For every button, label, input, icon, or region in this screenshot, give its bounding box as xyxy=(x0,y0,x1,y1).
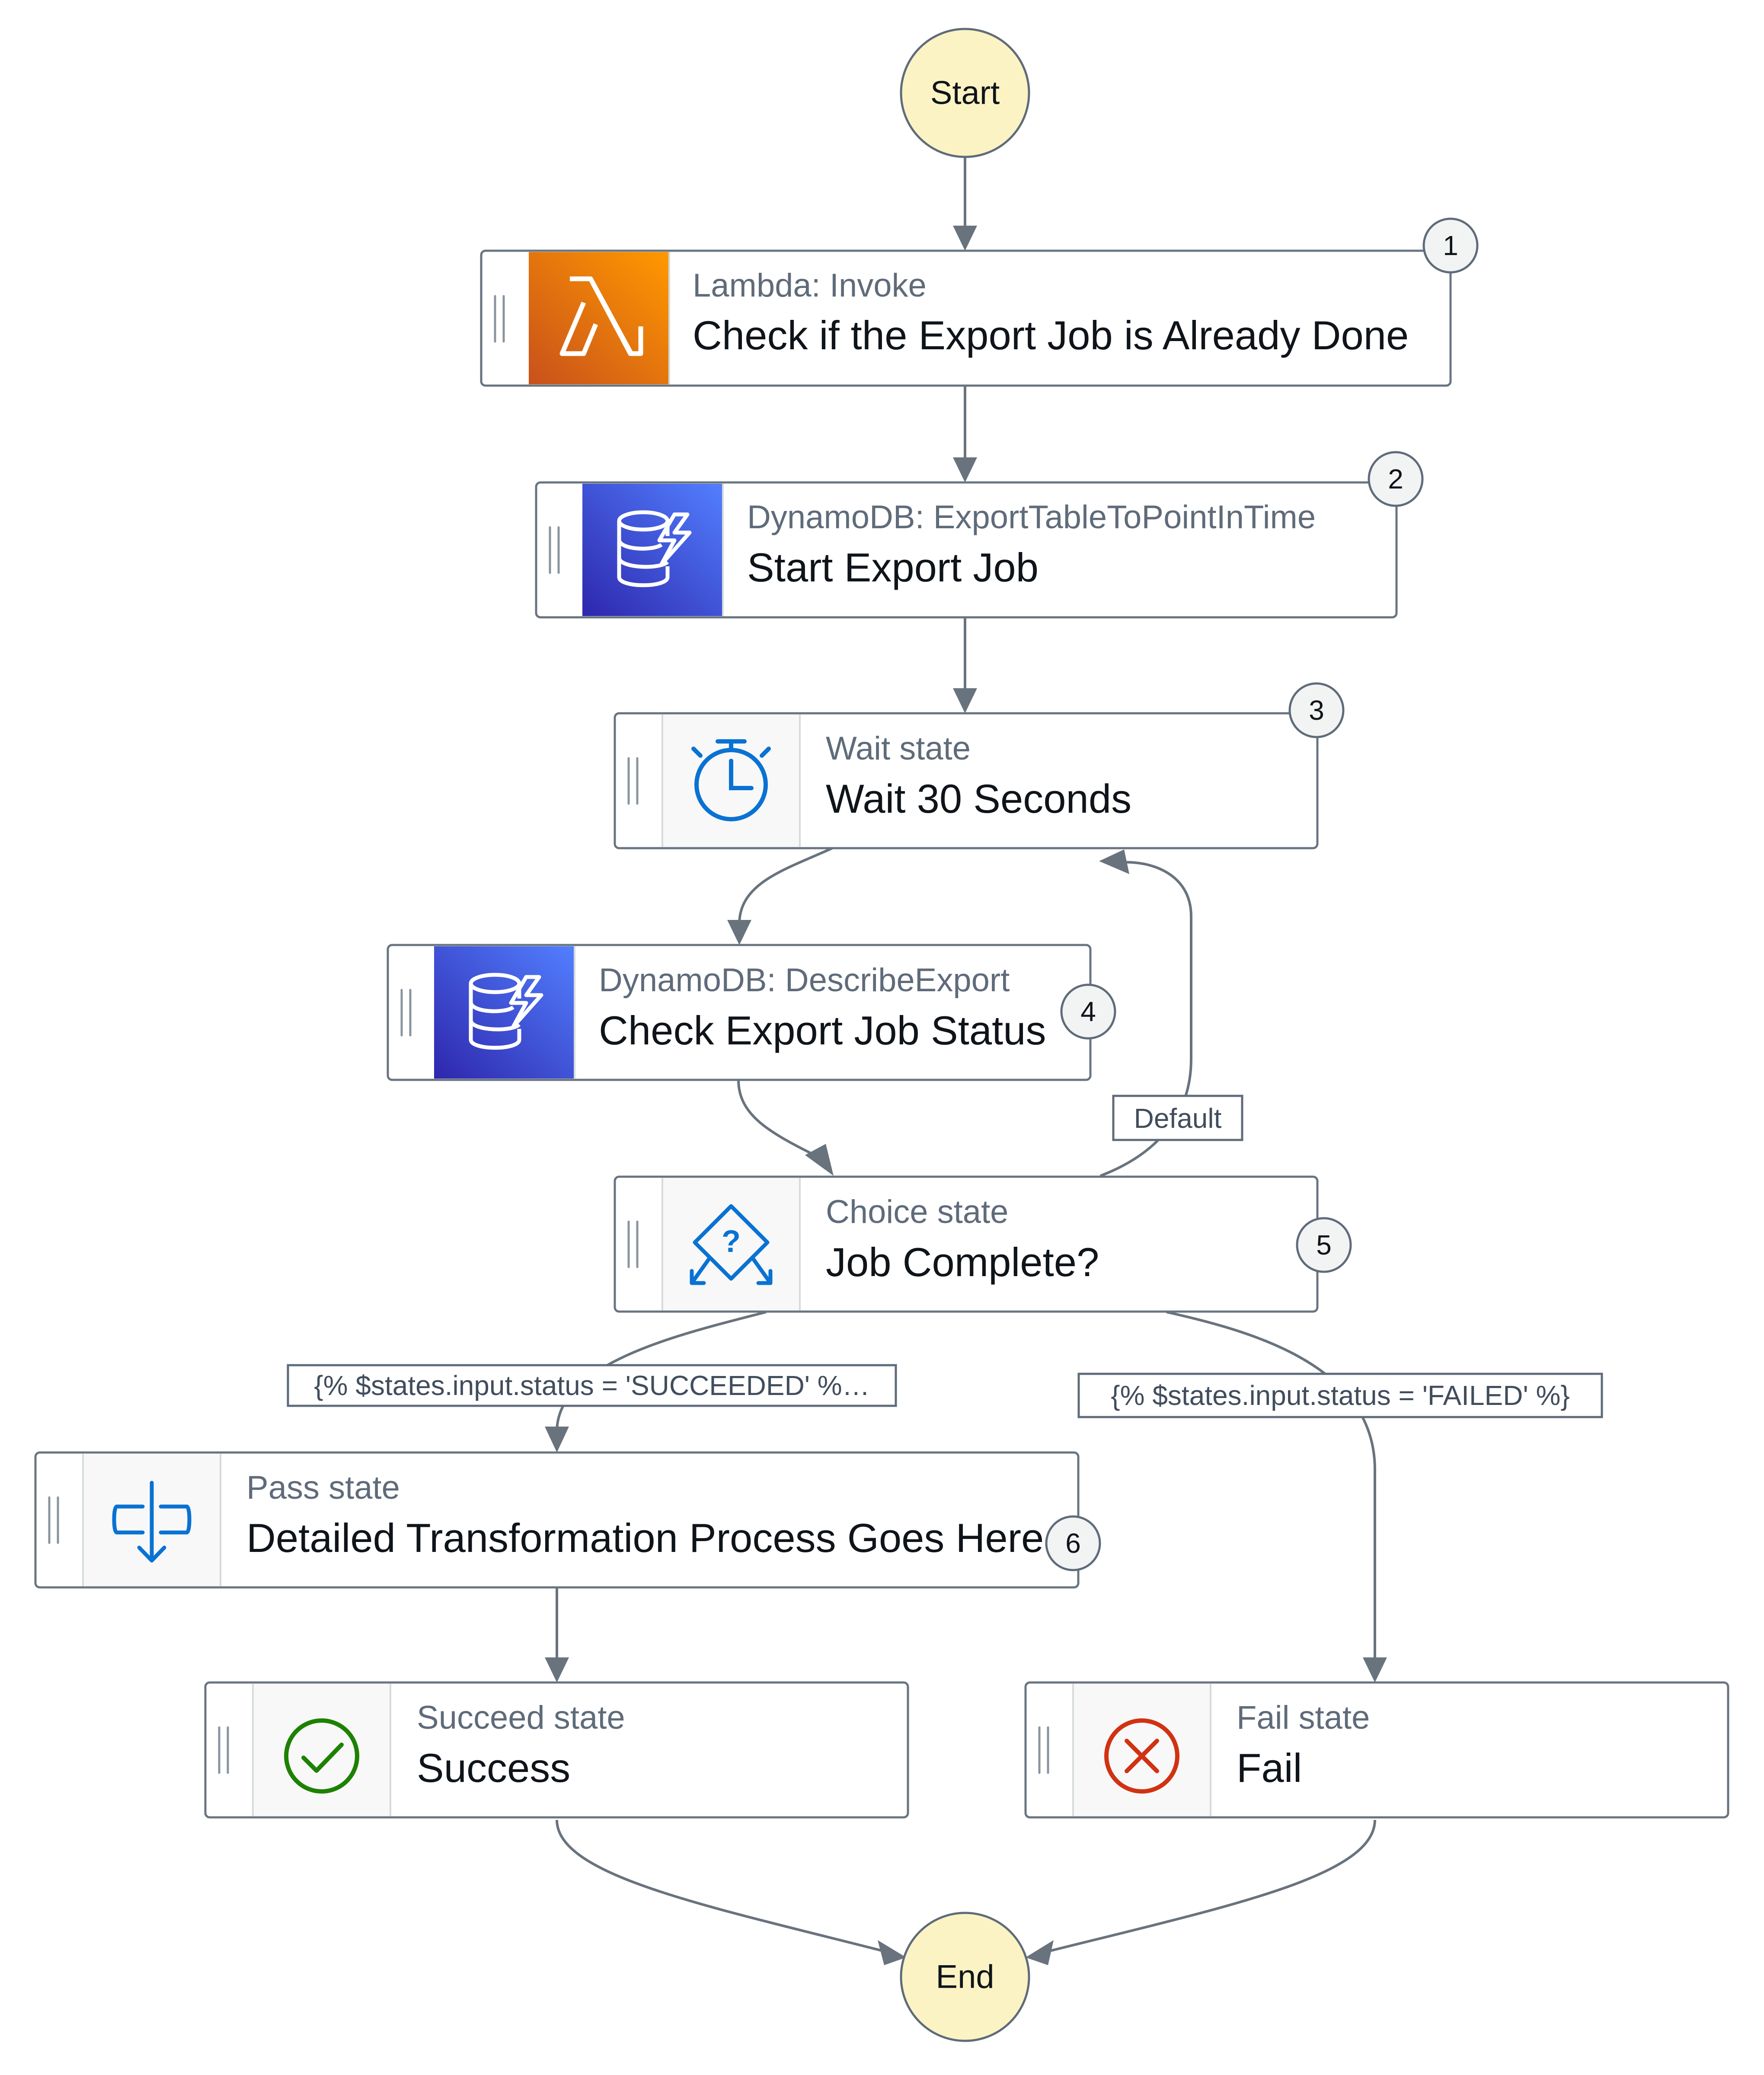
state-name: Success xyxy=(417,1745,570,1791)
state-type: Lambda: Invoke xyxy=(693,267,927,304)
step-badge: 2 xyxy=(1368,451,1424,507)
lambda-icon xyxy=(559,276,643,356)
edge-fail-to-end xyxy=(1046,1820,1376,1953)
edge-choice-to-fail xyxy=(1166,1311,1376,1660)
pass-icon xyxy=(112,1481,192,1563)
state-name: Check Export Job Status xyxy=(599,1008,1046,1053)
arrowhead xyxy=(545,1427,569,1452)
choice-icon xyxy=(690,1204,773,1285)
arrowhead xyxy=(878,1940,906,1965)
check-circle-icon xyxy=(284,1718,359,1794)
edge-wait-to-check-status xyxy=(738,847,833,923)
edge-label-default[interactable]: Default xyxy=(1112,1095,1243,1141)
start-node[interactable]: Start xyxy=(900,28,1030,158)
step-badge: 3 xyxy=(1288,682,1345,738)
end-label: End xyxy=(936,1959,994,1995)
edge-label-failed[interactable]: {% $states.input.status = 'FAILED' %} xyxy=(1077,1373,1603,1418)
state-name: Check if the Export Job is Already Done xyxy=(693,313,1409,358)
state-name: Detailed Transformation Process Goes Her… xyxy=(246,1515,1044,1561)
edge-label-default-text: Default xyxy=(1134,1103,1222,1134)
svg-text:6: 6 xyxy=(1065,1528,1081,1559)
edge-label-failed-text: {% $states.input.status = 'FAILED' %} xyxy=(1111,1380,1569,1411)
svg-text:3: 3 xyxy=(1309,695,1324,726)
svg-text:1: 1 xyxy=(1443,230,1458,261)
state-check-export-status[interactable]: DynamoDB: DescribeExport Check Export Jo… xyxy=(387,944,1116,1081)
state-type: DynamoDB: ExportTableToPointInTime xyxy=(747,499,1316,536)
arrowhead xyxy=(1363,1657,1387,1682)
state-start-export-job[interactable]: DynamoDB: ExportTableToPointInTime Start… xyxy=(535,451,1424,619)
edge-choice-default-to-wait xyxy=(1099,861,1192,1177)
arrowhead xyxy=(1099,849,1129,874)
arrowhead xyxy=(727,920,751,945)
arrowhead xyxy=(953,226,977,251)
edge-label-succeeded[interactable]: {% $states.input.status = 'SUCCEEDED' %… xyxy=(287,1364,897,1407)
end-node[interactable]: End xyxy=(900,1912,1030,2042)
dynamodb-icon xyxy=(469,973,543,1050)
arrowhead xyxy=(805,1144,834,1176)
step-badge: 1 xyxy=(1422,217,1479,274)
state-type: DynamoDB: DescribeExport xyxy=(599,962,1010,999)
state-type: Pass state xyxy=(246,1469,400,1506)
edges xyxy=(545,156,1387,1965)
state-job-complete-choice[interactable]: ? Choice state Job Complete? 5 xyxy=(614,1175,1352,1313)
stopwatch-icon xyxy=(691,739,771,821)
step-badge: 5 xyxy=(1296,1217,1352,1273)
arrowhead xyxy=(1026,1940,1054,1965)
x-circle-icon xyxy=(1104,1718,1179,1794)
edge-success-to-end xyxy=(556,1820,887,1953)
state-name: Job Complete? xyxy=(826,1239,1099,1285)
svg-text:4: 4 xyxy=(1080,996,1096,1027)
state-fail[interactable]: Fail state Fail xyxy=(1024,1681,1729,1819)
state-type: Wait state xyxy=(826,730,971,767)
state-type: Succeed state xyxy=(417,1699,625,1736)
state-success[interactable]: Succeed state Success xyxy=(204,1681,909,1819)
dynamodb-icon xyxy=(617,510,692,587)
arrowhead xyxy=(953,457,977,482)
svg-text:5: 5 xyxy=(1316,1229,1332,1261)
state-transformation-pass[interactable]: Pass state Detailed Transformation Proce… xyxy=(34,1451,1101,1589)
arrowhead xyxy=(545,1657,569,1682)
state-name: Start Export Job xyxy=(747,545,1039,590)
choice-question-mark: ? xyxy=(722,1224,741,1259)
state-name: Fail xyxy=(1237,1745,1302,1791)
step-badge: 6 xyxy=(1045,1515,1101,1571)
state-wait-30-seconds[interactable]: Wait state Wait 30 Seconds 3 xyxy=(614,682,1345,849)
start-label: Start xyxy=(930,75,1000,112)
state-type: Fail state xyxy=(1237,1699,1370,1736)
arrowhead xyxy=(953,688,977,713)
state-name: Wait 30 Seconds xyxy=(826,776,1131,821)
edge-label-succeeded-text: {% $states.input.status = 'SUCCEEDED' %… xyxy=(314,1370,869,1401)
svg-text:2: 2 xyxy=(1388,463,1403,495)
step-badge: 4 xyxy=(1060,983,1116,1040)
state-type: Choice state xyxy=(826,1194,1008,1230)
state-check-export-done[interactable]: Lambda: Invoke Check if the Export Job i… xyxy=(480,217,1479,387)
edge-check-status-to-choice xyxy=(737,1079,818,1158)
